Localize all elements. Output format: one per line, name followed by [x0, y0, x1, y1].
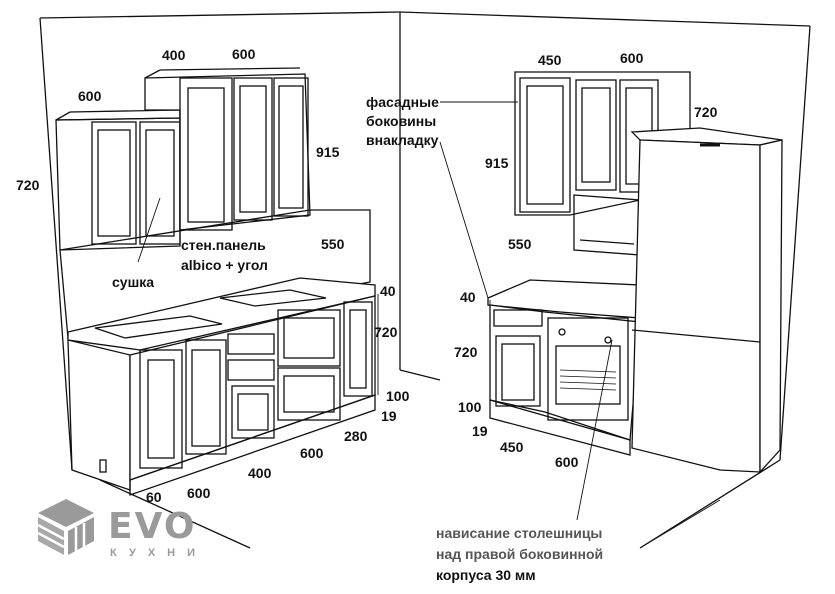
overhang-note: нависание столешницы над правой боковинн… [436, 523, 603, 586]
leader-lines [137, 101, 721, 549]
dim-left-upper-720: 720 [16, 177, 40, 193]
dim-right-plinth: 100 [458, 399, 482, 415]
dim-left-600b: 600 [187, 485, 211, 501]
left-wall-panel [59, 209, 371, 339]
evo-logo-icon [37, 499, 94, 555]
left-base-cabinets [67, 295, 376, 496]
dim-left-upper-400: 400 [162, 47, 186, 63]
dim-right-countertop: 40 [460, 289, 476, 305]
dim-left-600: 600 [300, 445, 324, 461]
dim-left-backsplash: 550 [321, 236, 345, 252]
dim-left-countertop: 40 [380, 283, 396, 299]
right-base-cabinets [487, 279, 641, 456]
dim-right-upper-450: 450 [538, 52, 562, 68]
dim-right-upper-915: 915 [485, 155, 509, 171]
dim-right-plinth-thickness: 19 [472, 423, 488, 439]
dim-left-upper-600: 600 [232, 46, 256, 62]
dim-right-base-720: 720 [454, 344, 478, 360]
logo-subtitle: кухни [110, 547, 208, 559]
dim-left-plinth: 100 [386, 388, 410, 404]
dim-left-base-720: 720 [374, 324, 398, 340]
dim-left-upper-600b: 600 [78, 88, 102, 104]
facade-note-2: боковины [366, 113, 437, 129]
overhang-note-line1: нависание столешницы [436, 525, 603, 541]
refrigerator [630, 127, 783, 474]
dim-right-upper-600: 600 [620, 50, 644, 66]
left-upper-cabinets [55, 67, 311, 251]
dim-left-upper-915: 915 [316, 144, 340, 160]
dim-right-600: 600 [555, 454, 579, 470]
facade-note-3: внакладку [366, 132, 439, 148]
dryer-label: сушка [112, 274, 155, 290]
dim-right-upper-720: 720 [694, 104, 718, 120]
dim-left-400: 400 [248, 465, 272, 481]
room-walls [39, 11, 811, 549]
overhang-note-line2: над правой боковинной [436, 546, 604, 562]
dim-left-280: 280 [344, 428, 368, 444]
dim-left-60: 60 [146, 489, 162, 505]
logo-text: EVO [108, 506, 197, 547]
overhang-note-line3: корпуса 30 мм [436, 567, 536, 583]
dim-right-backsplash: 550 [508, 236, 532, 252]
facade-note-1: фасадные [366, 94, 439, 110]
dim-right-450: 450 [500, 439, 524, 455]
dim-left-plinth-thickness: 19 [381, 408, 397, 424]
wall-panel-label-2: albico + угол [181, 257, 268, 273]
wall-panel-label-1: стен.панель [181, 237, 266, 253]
